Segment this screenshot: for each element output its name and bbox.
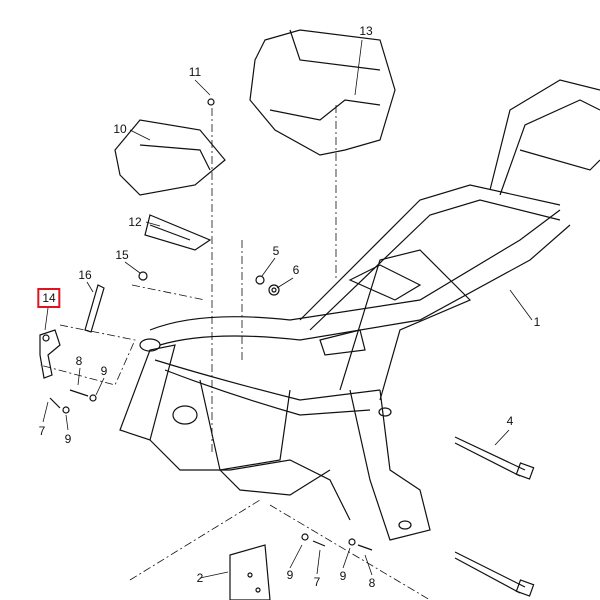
callout-9[interactable]: 9 xyxy=(100,364,108,378)
main-frame xyxy=(119,79,600,541)
small-fasteners xyxy=(49,98,373,551)
callout-11[interactable]: 11 xyxy=(188,65,202,79)
callout-12[interactable]: 12 xyxy=(128,215,142,229)
callout-6[interactable]: 6 xyxy=(292,263,300,277)
callout-4[interactable]: 4 xyxy=(506,414,514,428)
callout-8[interactable]: 8 xyxy=(368,576,376,590)
part-2-plate xyxy=(229,544,271,600)
callout-9[interactable]: 9 xyxy=(64,432,72,446)
callout-13[interactable]: 13 xyxy=(359,24,373,38)
callout-5[interactable]: 5 xyxy=(272,244,280,258)
part-12-bracket xyxy=(144,214,212,251)
part-14-bracket xyxy=(39,329,61,379)
callout-16[interactable]: 16 xyxy=(78,268,92,282)
callout-10[interactable]: 10 xyxy=(113,122,127,136)
callout-2[interactable]: 2 xyxy=(196,571,204,585)
leader-lines xyxy=(39,39,533,600)
part-16-rod xyxy=(84,284,105,333)
callout-8[interactable]: 8 xyxy=(75,354,83,368)
callout-15[interactable]: 15 xyxy=(115,248,129,262)
callout-14-highlighted[interactable]: 14 xyxy=(37,288,61,308)
part-13-cover xyxy=(249,29,396,156)
part-10-bracket xyxy=(114,119,226,196)
callout-9[interactable]: 9 xyxy=(286,568,294,582)
callout-1[interactable]: 1 xyxy=(533,315,541,329)
callout-9[interactable]: 9 xyxy=(339,569,347,583)
part-4-bolts xyxy=(454,436,535,597)
callout-7[interactable]: 7 xyxy=(38,424,46,438)
callout-7[interactable]: 7 xyxy=(313,575,321,589)
